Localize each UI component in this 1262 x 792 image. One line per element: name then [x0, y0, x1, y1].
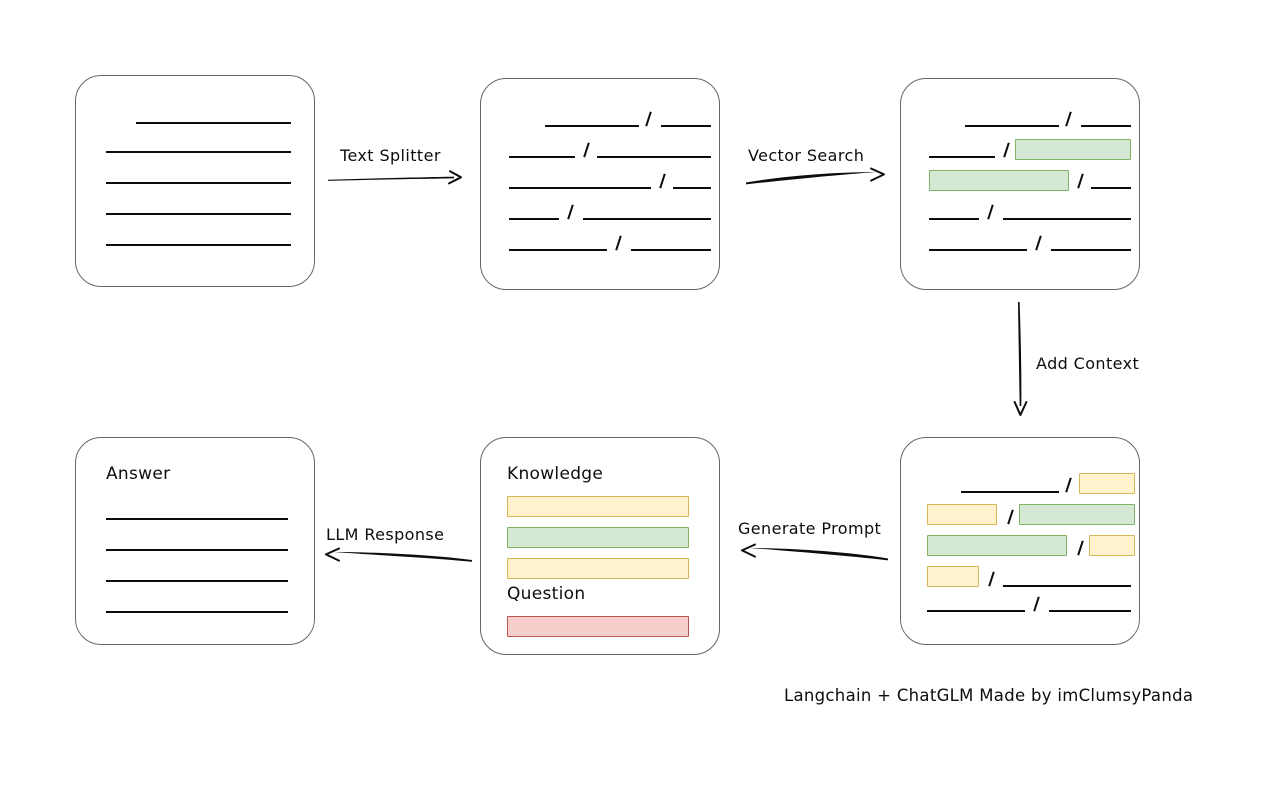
arrow-llm-response [325, 547, 472, 562]
slash-separator [659, 173, 666, 189]
answer-card: Answer [75, 437, 315, 645]
text-line [965, 125, 1059, 127]
text-line [929, 218, 979, 220]
text-line [1049, 610, 1131, 612]
slash-separator [567, 204, 574, 220]
arrow-label-generate-prompt: Generate Prompt [738, 519, 882, 538]
text-line [509, 156, 575, 158]
text-line [106, 213, 291, 215]
text-line [1003, 585, 1131, 587]
highlight-chip-green [1015, 139, 1131, 160]
text-line [661, 125, 711, 127]
arrow-vector-search [746, 167, 885, 185]
text-line [545, 125, 639, 127]
arrow-label-text-splitter: Text Splitter [340, 146, 441, 165]
text-line [927, 610, 1025, 612]
text-line [631, 249, 711, 251]
arrow-generate-prompt [741, 543, 888, 561]
answer-label: Answer [106, 464, 171, 484]
slash-separator [583, 142, 590, 158]
highlight-chip-yellow [927, 504, 997, 525]
text-line [1091, 187, 1131, 189]
text-line [961, 491, 1059, 493]
text-line [106, 151, 291, 153]
text-line [106, 244, 291, 246]
text-line [673, 187, 711, 189]
text-line [929, 156, 995, 158]
text-line [106, 549, 288, 551]
arrow-add-context [1013, 302, 1028, 416]
text-line [106, 611, 288, 613]
vector-matched-document-card [900, 78, 1140, 290]
text-line [1081, 125, 1131, 127]
text-line [1051, 249, 1131, 251]
arrow-label-llm-response: LLM Response [326, 525, 445, 544]
slash-separator [988, 571, 995, 587]
slash-separator [1077, 173, 1084, 189]
text-line [929, 249, 1027, 251]
highlight-chip-green [929, 170, 1069, 191]
footer-credit: Langchain + ChatGLM Made by imClumsyPand… [784, 686, 1194, 705]
highlight-chip-green [1019, 504, 1135, 525]
arrow-label-vector-search: Vector Search [748, 146, 865, 165]
text-line [509, 249, 607, 251]
slash-separator [645, 111, 652, 127]
highlight-chip-yellow [1089, 535, 1135, 556]
text-line [597, 156, 711, 158]
slash-separator [1065, 111, 1072, 127]
slash-separator [1065, 477, 1072, 493]
arrow-label-add-context: Add Context [1036, 354, 1140, 373]
question-label: Question [507, 584, 586, 604]
text-line [136, 122, 291, 124]
highlight-chip-yellow [927, 566, 979, 587]
text-line [106, 580, 288, 582]
split-document-card [480, 78, 720, 290]
slash-separator [1007, 509, 1014, 525]
slash-separator [1003, 142, 1010, 158]
knowledge-chip-green [507, 527, 689, 548]
highlight-chip-yellow [1079, 473, 1135, 494]
source-document-card [75, 75, 315, 287]
text-line [509, 218, 559, 220]
highlight-chip-green [927, 535, 1067, 556]
slash-separator [1035, 235, 1042, 251]
question-chip-red [507, 616, 689, 637]
arrow-text-splitter [328, 170, 462, 185]
prompt-card: Knowledge Question [480, 437, 720, 655]
slash-separator [1077, 540, 1084, 556]
knowledge-chip-yellow [507, 496, 689, 517]
text-line [106, 182, 291, 184]
knowledge-chip-yellow [507, 558, 689, 579]
knowledge-label: Knowledge [507, 464, 604, 484]
slash-separator [987, 204, 994, 220]
text-line [509, 187, 651, 189]
text-line [583, 218, 711, 220]
prompt-context-document-card [900, 437, 1140, 645]
slash-separator [1033, 596, 1040, 612]
slash-separator [615, 235, 622, 251]
text-line [1003, 218, 1131, 220]
text-line [106, 518, 288, 520]
